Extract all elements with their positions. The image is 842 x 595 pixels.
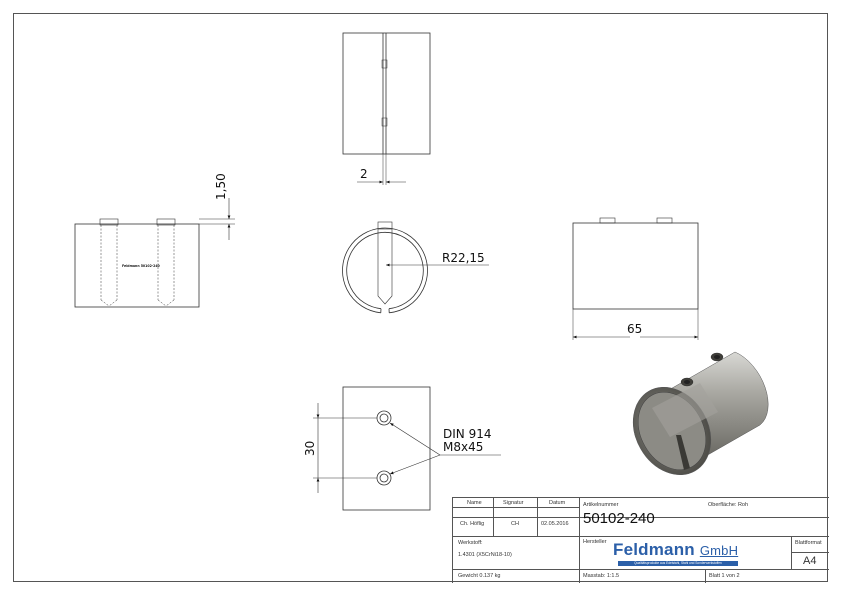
sheet-format-label: Blattformat: [795, 540, 822, 546]
right-view: [572, 217, 699, 340]
isometric-view: [632, 351, 769, 476]
screw-size-label: M8x45: [443, 440, 483, 454]
right-view-outline: [572, 222, 699, 310]
pin-height-dimension: 1,50: [214, 173, 228, 200]
manufacturer-label: Hersteller: [583, 539, 607, 545]
surface-finish: Oberfläche: Roh: [708, 502, 749, 508]
logo-suffix: GmbH: [699, 543, 739, 558]
weight: Gewicht 0.137 kg: [458, 573, 501, 579]
material-value: 1.4301 (X5CrNi18-10): [458, 552, 512, 558]
drawing-date: 02.05.2016: [541, 521, 569, 527]
article-number-label: Artikelnummer: [583, 502, 619, 508]
drawing-sheet-border: [13, 13, 828, 582]
top-view: [342, 32, 431, 185]
header-name: Name: [467, 500, 482, 506]
top-view-outline: [342, 32, 431, 155]
side-view-engraving: Feldmann 50102-240: [122, 264, 161, 268]
length-dimension: 65: [627, 322, 642, 336]
hole-spacing-dimension: 30: [303, 441, 317, 456]
radius-dimension: R22,15: [442, 251, 485, 265]
header-date: Datum: [549, 500, 566, 506]
logo-wordmark: Feldmann: [613, 540, 695, 559]
header-signature: Signatur: [503, 500, 524, 506]
sheet-format: A4: [803, 555, 817, 567]
manufacturer-logo: Feldmann GmbH: [613, 540, 738, 560]
bottom-view-outline: [342, 386, 431, 511]
drafter-name: Ch. Höflig: [460, 521, 485, 527]
gap-dimension: 2: [360, 167, 368, 181]
screw-standard-label: DIN 914: [443, 427, 491, 441]
inner-circle: [346, 231, 424, 310]
article-number: 50102-240: [583, 510, 655, 527]
title-block: Name Signatur Datum Ch. Höflig CH 02.05.…: [452, 497, 829, 583]
outer-circle: [342, 227, 428, 314]
drafter-signature: CH: [511, 521, 519, 527]
bottom-view: [313, 386, 501, 511]
sheet-number: Blatt 1 von 2: [709, 573, 740, 579]
side-view-outline: [74, 223, 200, 308]
side-view: [74, 198, 235, 308]
material-label: Werkstoff:: [458, 540, 483, 546]
scale: Masstab: 1:1.5: [583, 573, 620, 579]
logo-tagline: Qualitätsprodukte aus Edelstahl, Stahl u…: [618, 561, 738, 566]
front-view: [342, 221, 489, 314]
